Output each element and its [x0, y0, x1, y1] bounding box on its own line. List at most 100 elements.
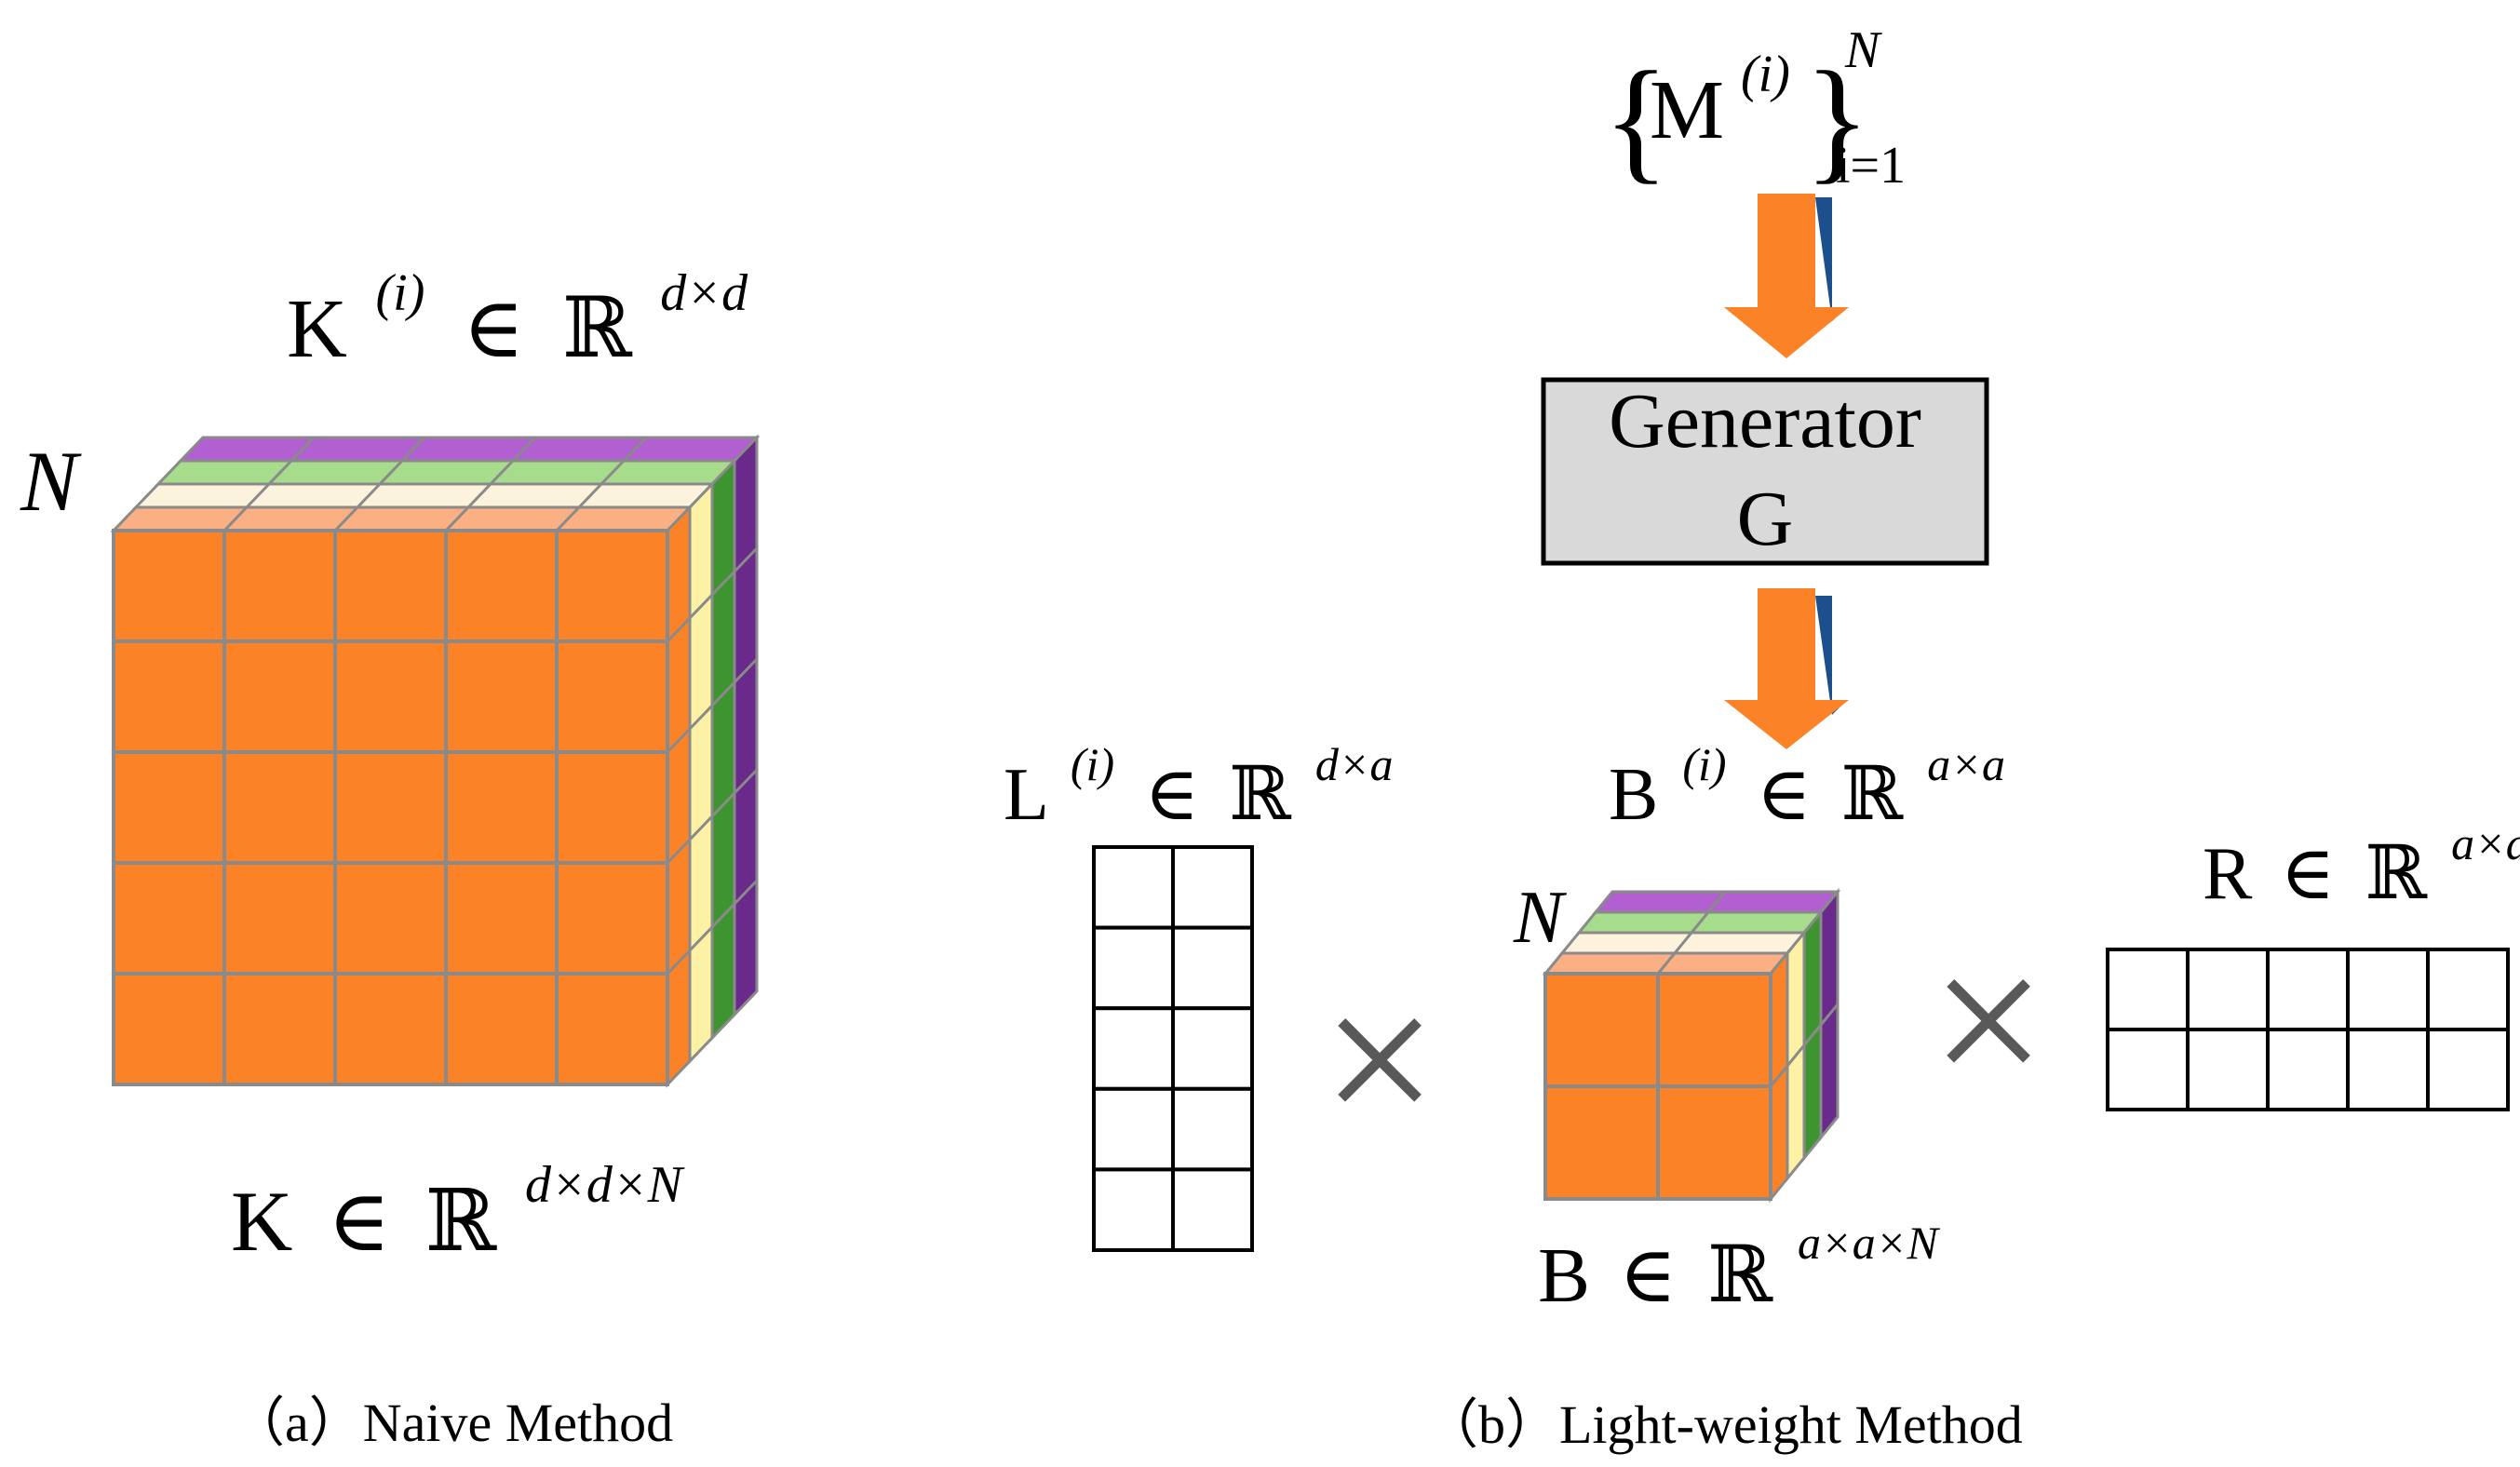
b-cube-layer0-top-div	[1706, 891, 1727, 913]
naive-cube-layer2-side-div	[688, 704, 714, 731]
naive-cube-layer1-side	[710, 457, 736, 1042]
naive-cube-front-cell	[444, 639, 559, 754]
naive-cube-front-cell	[333, 972, 448, 1086]
l-sup: (i)	[1071, 738, 1114, 790]
m-close-brace: }	[1804, 44, 1870, 196]
naive-cube-layer0-top-div	[290, 436, 316, 463]
naive-cube-layer3-top	[110, 505, 694, 532]
b-elem: ∈	[1757, 754, 1812, 836]
l-matrix-cell	[1171, 925, 1254, 1011]
naive-cube-front-cell	[444, 750, 559, 865]
m-open-brace: {	[1603, 44, 1669, 196]
b-set: ℝ	[1841, 754, 1905, 836]
b-cube-layer2-top-div	[1673, 932, 1693, 954]
naive-cube-front-cell	[112, 972, 226, 1086]
naive-cube-stack	[110, 434, 761, 1088]
naive-cube-front-cell	[222, 750, 337, 865]
b-cube-layer1-top-div	[1690, 911, 1710, 934]
naive-cube-layer2-side-div	[688, 593, 714, 620]
generator-rect	[1541, 377, 1989, 566]
b-cube-front-cell	[1543, 1084, 1660, 1201]
naive-cube-front-cell	[222, 861, 337, 976]
r-label: R ∈ ℝ a×d	[2203, 817, 2520, 915]
r-matrix-cell	[2426, 1028, 2510, 1111]
b-bottom-exp: a×a×N	[1798, 1217, 1940, 1269]
naive-cube-layer1-side-div	[710, 791, 736, 818]
naive-cube-front-cell	[444, 972, 559, 1086]
naive-cube-layer3-side-div	[666, 838, 692, 865]
l-matrix-cell	[1092, 925, 1175, 1011]
naive-top-sup: (i)	[376, 264, 425, 322]
r-matrix-cell	[2346, 1028, 2430, 1111]
naive-cube-layer0-top-div	[511, 436, 537, 463]
r-set: ℝ	[2365, 833, 2429, 915]
naive-top-set: ℝ	[562, 283, 633, 375]
naive-cube-layer3-side-div	[666, 727, 692, 754]
naive-top-label: K (i) ∈ ℝ d×d	[287, 236, 748, 375]
naive-cube-layer1-side-div	[710, 570, 736, 597]
naive-cube-layer1-side-div	[710, 680, 736, 707]
naive-cube-layer2-top-div	[466, 482, 492, 509]
l-matrix-cell	[1171, 845, 1254, 930]
naive-bottom-exp: d×d×N	[525, 1156, 685, 1214]
naive-cube-front-cell	[222, 972, 337, 1086]
times-right: ×	[1931, 907, 2046, 1134]
m-upper: N	[1844, 21, 1882, 79]
l-set: ℝ	[1229, 754, 1292, 836]
naive-cube-front-cell	[112, 861, 226, 976]
naive-cube-layer0-top	[177, 436, 761, 463]
arrow-2	[1724, 588, 1849, 749]
naive-cube-layer0-side-div	[733, 546, 759, 573]
b-cube-layer3-side-div	[1769, 1065, 1789, 1087]
l-matrix-cell	[1171, 1006, 1254, 1091]
r-elem: ∈	[2280, 833, 2335, 915]
naive-method-panel: K (i) ∈ ℝ d×d N K ∈ ℝ d×d×N （a）Naive Met…	[20, 236, 761, 1453]
r-matrix-cell	[2266, 1028, 2350, 1111]
lightweight-method-panel: { M (i) } N i=1 Generator G B (i) ∈	[1004, 21, 2520, 1455]
b-cube-layer2-side-div	[1786, 1044, 1806, 1067]
r-matrix-cell	[2346, 948, 2430, 1031]
naive-cube-layer3-side-div	[666, 616, 692, 643]
arrow-from-generator	[1724, 588, 1849, 749]
m-lower: i=1	[1836, 137, 1906, 195]
naive-cube-front-cell	[333, 750, 448, 865]
r-matrix-cell	[2186, 1028, 2270, 1111]
b-base: B	[1609, 754, 1658, 836]
naive-bottom-label: K ∈ ℝ d×d×N	[231, 1156, 685, 1269]
naive-top-elem: ∈	[463, 283, 525, 375]
naive-cube-layer1-top-div	[600, 459, 626, 486]
naive-cube-layer3-side-div	[666, 949, 692, 976]
naive-caption: （a）Naive Method	[231, 1393, 673, 1453]
naive-cube-front-cell	[112, 750, 226, 865]
naive-cube-layer3-top-div	[555, 505, 581, 532]
naive-top-base: K	[287, 283, 347, 375]
m-set-label: { M (i) } N i=1	[1603, 21, 1906, 196]
generator-line2: G	[1737, 476, 1794, 562]
naive-cube-layer1-top-div	[489, 459, 515, 486]
b-bottom-label: B ∈ ℝ a×a×N	[1538, 1217, 1941, 1319]
naive-cube-layer2-side-div	[688, 814, 714, 841]
b-top-label: B (i) ∈ ℝ a×a	[1609, 715, 2005, 836]
naive-cube-front-cell	[112, 529, 226, 643]
b-exp: a×a	[1927, 738, 2005, 790]
b-sup: (i)	[1682, 738, 1726, 790]
b-bottom-base: B	[1538, 1232, 1590, 1319]
l-matrix-cell	[1171, 1086, 1254, 1172]
naive-bottom-elem: ∈	[327, 1174, 390, 1269]
naive-cube-layer3-top-div	[222, 505, 249, 532]
naive-cube-layer0-side-div	[733, 879, 759, 906]
times-left: ×	[1322, 946, 1437, 1173]
arrow-to-generator	[1724, 194, 1849, 358]
naive-cube-front-cell	[222, 529, 337, 643]
naive-bottom-set: ℝ	[425, 1174, 498, 1269]
naive-cube-front-cell	[112, 639, 226, 754]
l-elem: ∈	[1144, 754, 1199, 836]
m-base: M	[1650, 64, 1724, 156]
r-matrix-cell	[2106, 948, 2190, 1031]
l-matrix-cell	[1092, 845, 1175, 930]
naive-cube-front-cell	[333, 861, 448, 976]
naive-cube-layer1-side-div	[710, 902, 736, 929]
naive-cube-layer0-side-div	[733, 768, 759, 795]
b-cube-front-cell	[1656, 972, 1772, 1088]
